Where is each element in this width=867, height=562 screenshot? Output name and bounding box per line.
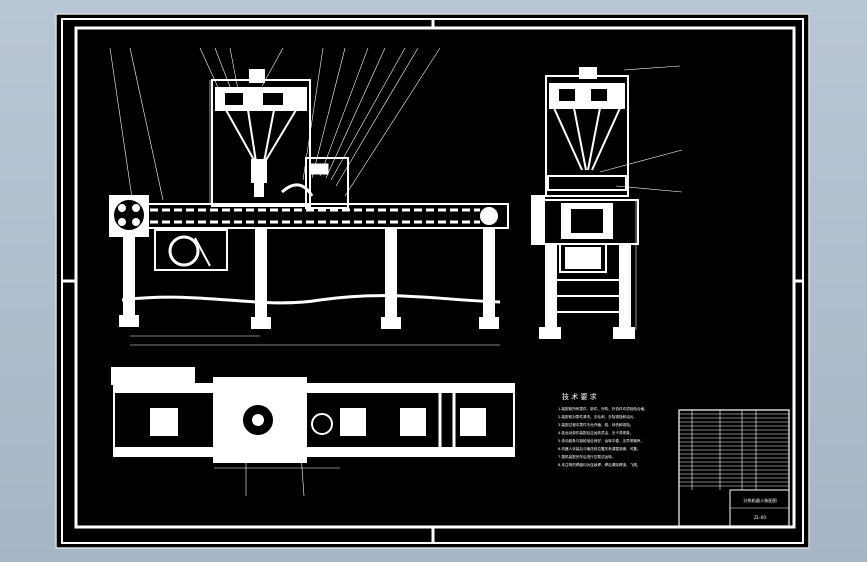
break-line: [121, 294, 501, 305]
notes-line: 7.整机装配完毕后进行空载试运转。: [558, 454, 615, 459]
notes-line: 1.装配前所有零件、部件、外购、外协件均须检验合格。: [558, 406, 648, 411]
notes-line: 5.传动链条与链轮啮合良好、运转平稳、无异常噪声。: [558, 438, 644, 443]
title-block-name: 分拣机器人装配图: [743, 497, 777, 504]
front-legs: [119, 227, 499, 329]
robot-frame-front: [211, 69, 311, 207]
technical-notes: 技 术 要 求 1.装配前所有零件、部件、外购、外协件均须检验合格。 2.装配前…: [558, 392, 648, 467]
notes-title: 技 术 要 求: [562, 392, 597, 401]
motor-box: [154, 229, 228, 271]
camera-box: [305, 157, 349, 209]
title-block-code: ZL-00: [754, 515, 766, 520]
top-view-slats: [150, 408, 486, 436]
notes-line: 8.未注明的焊缝均为连续焊，焊后清除焊渣、飞溅。: [558, 462, 641, 467]
conveyor-front: [109, 195, 509, 237]
notes-line: 4.各运动部件装配后应运转灵活、无卡滞现象。: [558, 430, 633, 435]
sheet-border: [61, 18, 804, 544]
title-block: 分拣机器人装配图 ZL-00: [729, 489, 790, 527]
front-view: [109, 47, 509, 346]
drawing-sheet: [55, 13, 810, 549]
side-view: [531, 65, 683, 339]
notes-line: 2.装配前对零件清洗、去毛刺、去除锈蚀和油污。: [558, 414, 637, 419]
notes-line: 3.装配过程中零件不允许磕、碰、划伤和锈蚀。: [558, 422, 633, 427]
notes-line: 6.机器人安装后与输送线位置关系调整准确、可靠。: [558, 446, 641, 451]
parts-list: [678, 409, 790, 527]
top-view: [111, 367, 515, 497]
